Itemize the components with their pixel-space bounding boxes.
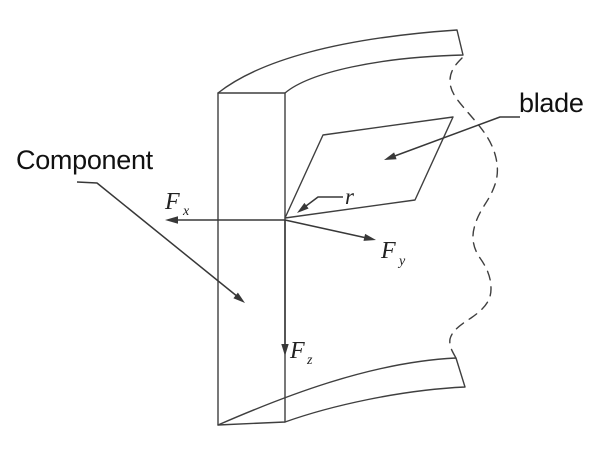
component-block-outline [217,92,286,426]
break-line [449,57,499,359]
component-leader-arrow [76,181,245,303]
fx-label-base: F [164,189,180,215]
rim-top-band [217,29,464,94]
r-arrowhead [297,202,309,213]
fz-arrowhead [281,344,289,356]
blade-quadrilateral [284,116,454,219]
fz-label-sub: z [306,353,313,368]
fx-label-sub: x [182,204,190,219]
fy-label-sub: y [397,254,406,269]
r-leader-arrow [297,196,343,213]
blade-label: blade [519,88,584,118]
fy-arrow [284,219,376,241]
blade-leader-arrow [384,116,520,160]
fz-arrow [281,220,289,356]
radius-label: r [345,184,355,209]
fx-arrowhead [165,216,178,224]
fz-label-base: F [289,338,305,364]
rim-bottom-band [217,357,466,426]
blade-arrowhead [384,152,397,160]
component-arrowhead [233,292,245,303]
fx-arrow [165,216,285,224]
fy-label-base: F [380,238,396,264]
component-label: Component [16,145,154,175]
fy-arrowhead [363,233,376,241]
